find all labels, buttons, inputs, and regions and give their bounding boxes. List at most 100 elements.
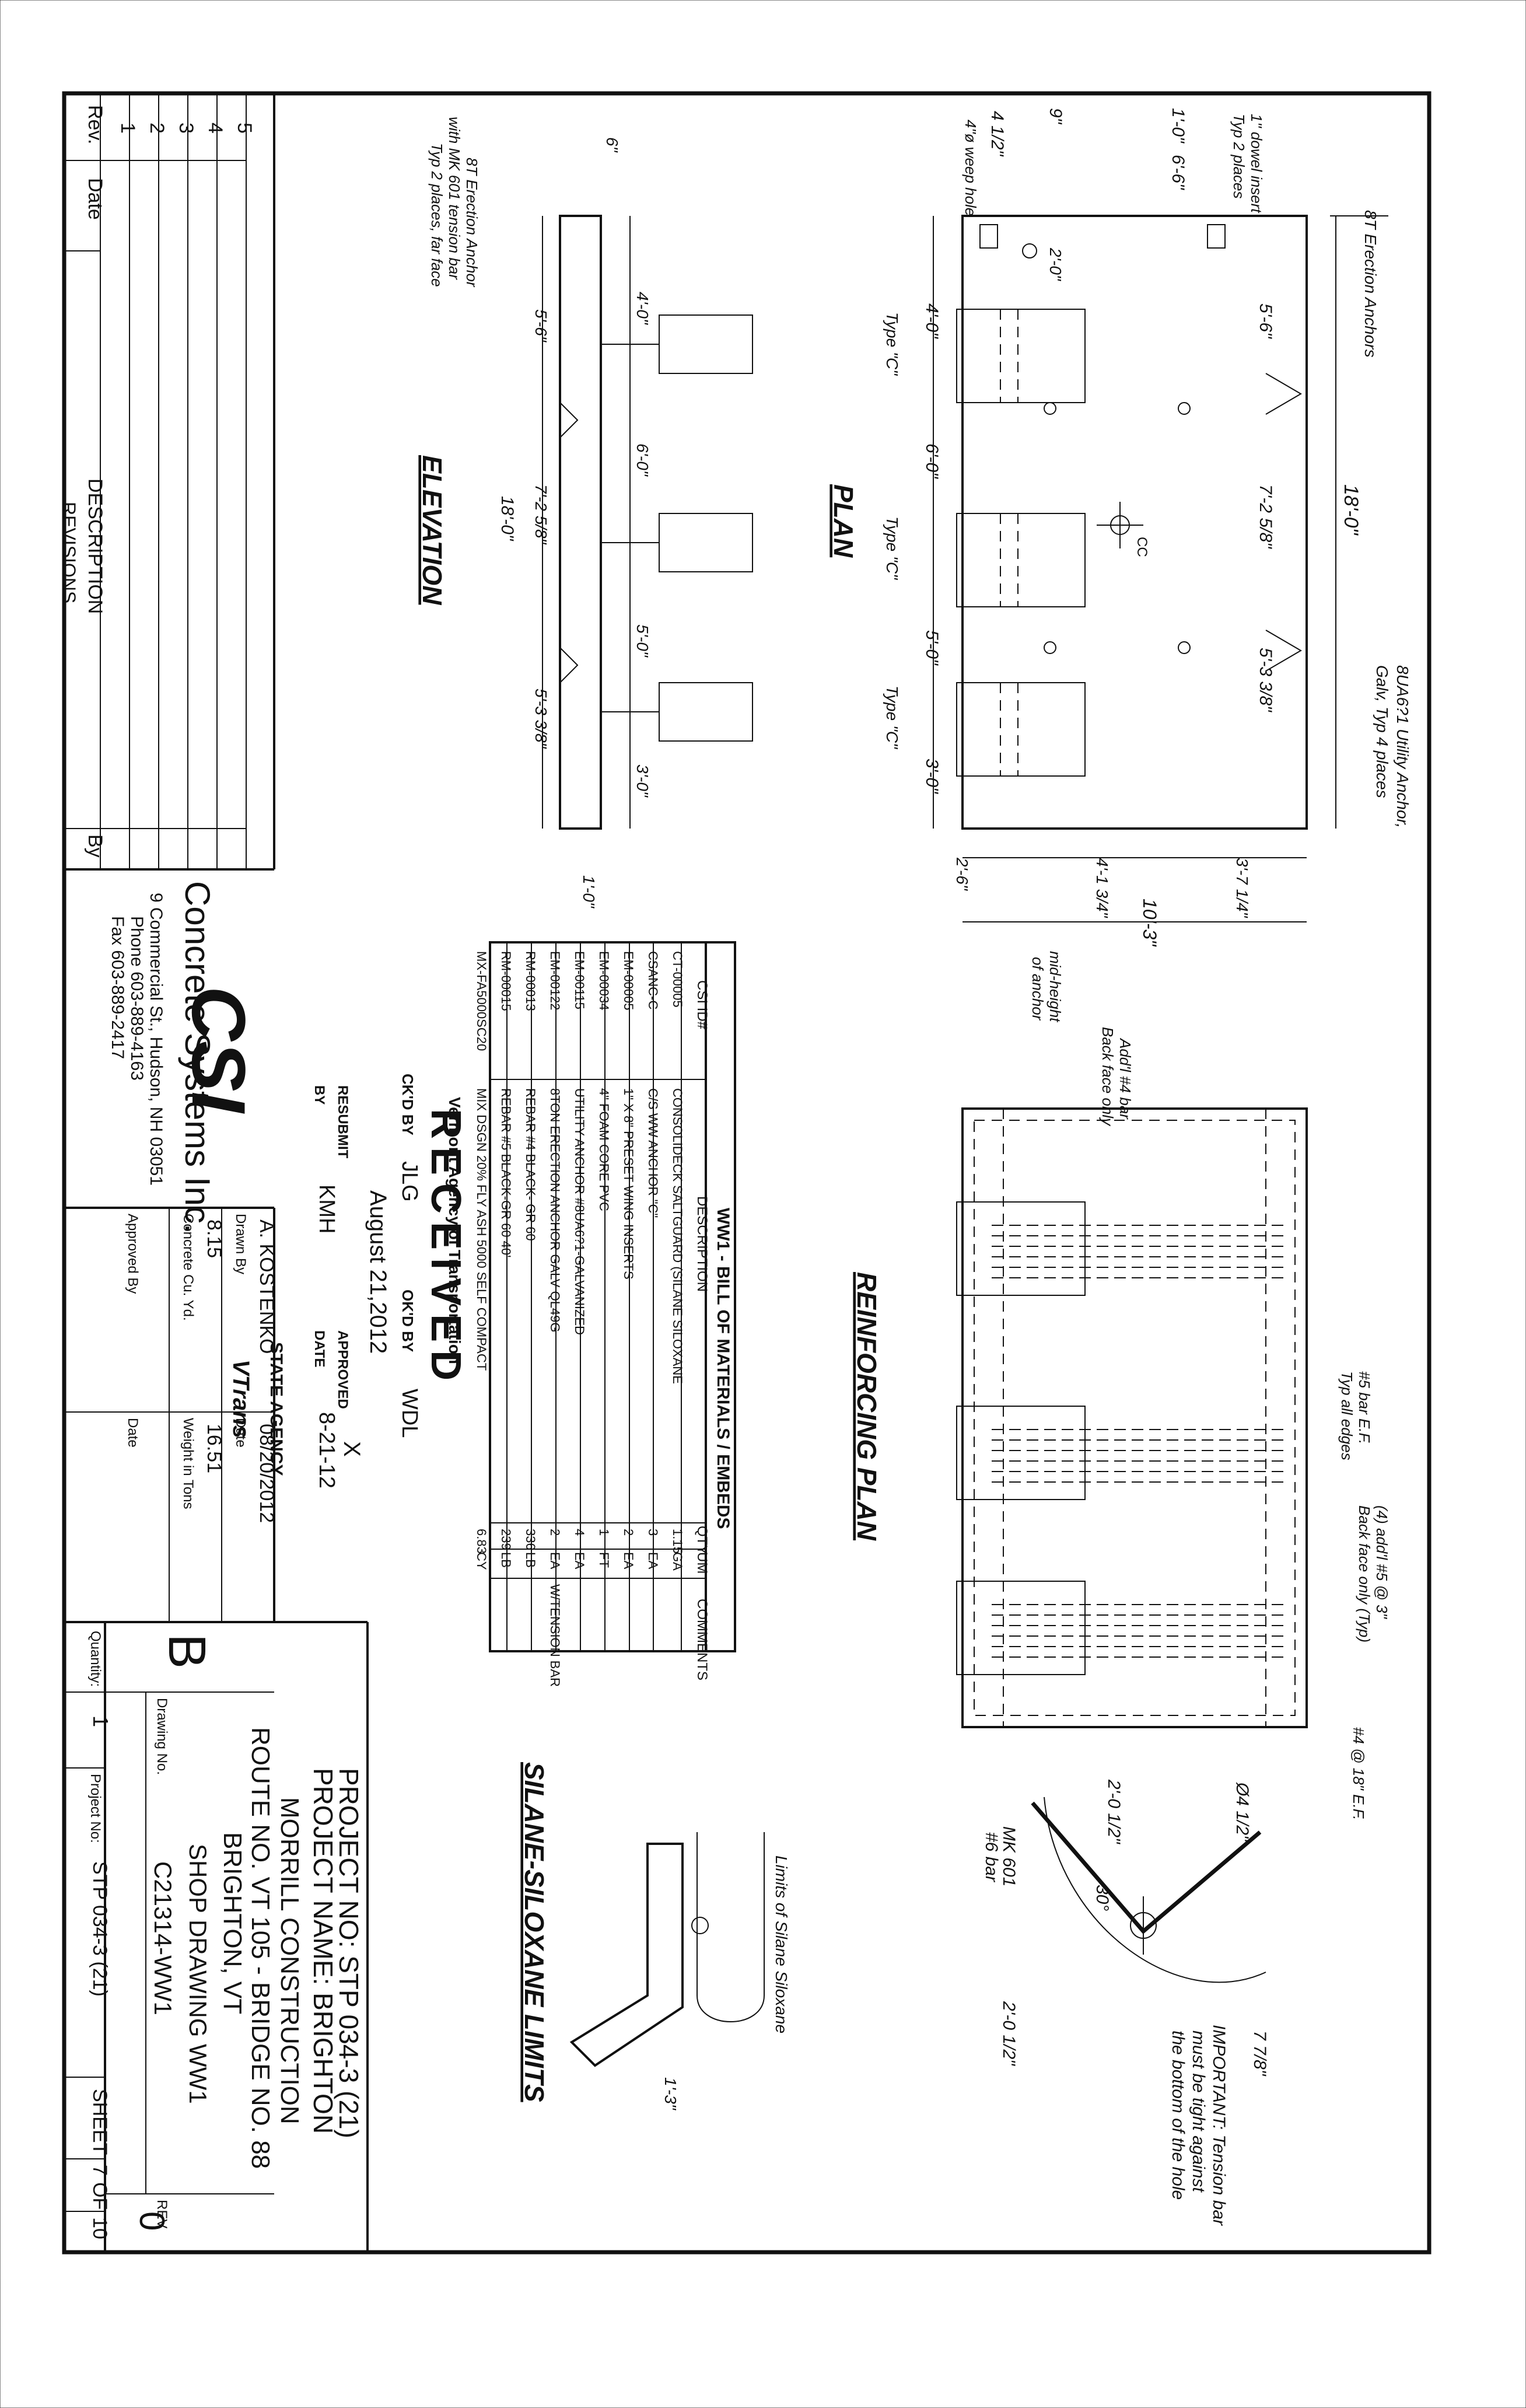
bom-cell: 3 (646, 1529, 660, 1536)
svg-text:Concrete Cu. Yd.: Concrete Cu. Yd. (180, 1214, 196, 1321)
svg-text:Typ 2 places, far face: Typ 2 places, far face (428, 143, 446, 287)
plan-overall-width: 10'-3" (1139, 899, 1160, 947)
svg-text:1'-0": 1'-0" (580, 875, 598, 908)
rev-number-5: 5 (233, 123, 256, 134)
contractor: MORRILL CONSTRUCTION (275, 1797, 304, 2124)
bom-cell: EA (572, 1552, 587, 1570)
svg-text:5'-3 3/8": 5'-3 3/8" (532, 689, 550, 749)
approved-mark: X (339, 1441, 365, 1457)
bom-cell: 8TON ERECTION ANCHOR GALV QL49G (548, 1088, 562, 1333)
svg-text:6": 6" (603, 137, 621, 153)
svg-text:Back face only (Typ): Back face only (Typ) (1356, 1505, 1373, 1642)
svg-text:SHEET: SHEET (89, 2089, 111, 2155)
company-block: CSI Concrete Systems Inc. 9 Commercial S… (64, 881, 274, 1233)
svg-text:Drawn By: Drawn By (233, 1214, 249, 1274)
svg-text:#4 @ 18" E.F.: #4 @ 18" E.F. (1350, 1727, 1367, 1820)
bom-cell: EM-00122 (548, 951, 562, 1011)
route-bridge: ROUTE NO. VT 105 - BRIDGE NO. 88 (246, 1727, 275, 2169)
plan-view: 4'-0" 6'-0" 5'-0" 3'-0" 5'-6" 7'-2 5/8" … (828, 108, 1412, 947)
received-stamp: RECEIVED (422, 1109, 469, 1389)
bill-of-materials: WW1 - BILL OF MATERIALS / EMBEDS CSI ID#… (474, 941, 736, 1687)
elevation-view: 4'-0" 6'-0" 5'-0" 3'-0" 5'-6" 7'-2 5/8" … (417, 117, 753, 908)
bom-cell: GA (670, 1552, 685, 1571)
revision-block: Rev. Date DESCRIPTION By REVISIONS 1 2 3… (58, 93, 275, 871)
svg-text:30°: 30° (1093, 1885, 1112, 1911)
svg-text:3'-0": 3'-0" (634, 764, 652, 798)
svg-text:8T Erection Anchors: 8T Erection Anchors (1362, 210, 1380, 358)
svg-text:of anchor: of anchor (1029, 957, 1046, 1021)
title-block: PROJECT NO: STP 034-3 (21) PROJECT NAME:… (64, 1621, 369, 2252)
svg-text:5'-0": 5'-0" (922, 630, 942, 666)
bom-header-cell: CSI ID# (694, 980, 710, 1030)
sheet-size: B (158, 1634, 216, 1669)
bom-cell: CT-00005 (670, 951, 685, 1008)
svg-text:6'-0": 6'-0" (634, 443, 652, 477)
reinforcing-outline (961, 1107, 1308, 1728)
svg-text:Quantity:: Quantity: (88, 1631, 103, 1687)
svg-text:3'-0": 3'-0" (922, 759, 942, 794)
bom-cell: W/TENSION BAR (548, 1584, 562, 1687)
svg-text:Add'l #4 bar: Add'l #4 bar (1116, 1037, 1134, 1120)
svg-text:APPROVED: APPROVED (335, 1330, 351, 1409)
plan-outline (961, 215, 1308, 830)
concrete-cu-yd: 8.15 (203, 1219, 225, 1258)
rev-number-3: 3 (175, 123, 197, 134)
rev-number-4: 4 (204, 123, 226, 134)
bom-cell: CSANC-C (646, 951, 660, 1009)
reinforcing-plan: REINFORCING PLAN Add'l #4 bar Back face … (852, 951, 1391, 1820)
bom-cell: EM-00115 (572, 951, 587, 1009)
svg-text:7 7/8": 7 7/8" (1250, 2030, 1269, 2077)
svg-text:Type "C": Type "C" (883, 312, 901, 376)
drawing-number: C21314-WW1 (149, 1861, 177, 2015)
svg-text:#5 bar E.F.: #5 bar E.F. (1356, 1371, 1373, 1444)
plan-title: PLAN (828, 484, 859, 558)
bom-cell: FT (597, 1552, 611, 1568)
bom-cell: RM-00015 (499, 951, 513, 1011)
svg-text:Galv, Typ 4 places: Galv, Typ 4 places (1373, 665, 1391, 798)
svg-text:8T Erection Anchor: 8T Erection Anchor (463, 158, 481, 288)
bom-cell: MX-FA5000SC20 (474, 951, 489, 1051)
checked-by: JLG (397, 1161, 422, 1202)
stamp-date-text: August 21,2012 (365, 1190, 391, 1354)
svg-text:Drawing No.: Drawing No. (154, 1698, 170, 1775)
svg-text:Project No:: Project No: (88, 1774, 103, 1843)
plan-overall-length: 18'-0" (1340, 484, 1362, 536)
bom-cell: LB (523, 1552, 538, 1568)
mk601-label: MK 601 (999, 1826, 1019, 1886)
quantity: 1 (89, 1715, 113, 1727)
sheet-number: 7 (89, 2165, 111, 2176)
okd-by: WDL (397, 1389, 422, 1438)
bom-cell: C/S WW ANCHOR "C" (646, 1088, 660, 1218)
svg-text:Typ 2 places: Typ 2 places (1230, 114, 1248, 198)
sheet-border (62, 91, 1432, 2255)
drawn-by: A. KOSTENKO (256, 1219, 278, 1354)
important-note: IMPORTANT: Tension bar (1209, 2025, 1228, 2226)
svg-text:Typ all edges: Typ all edges (1338, 1371, 1356, 1460)
bom-cell: CONSOLIDECK SALTGUARD (SILANE SILOXANE (670, 1088, 685, 1384)
svg-text:must be tight against: must be tight against (1189, 2030, 1208, 2193)
svg-text:Type "C": Type "C" (883, 516, 901, 580)
svg-text:OK'D BY: OK'D BY (399, 1289, 416, 1352)
rev-by-header: By (84, 834, 106, 858)
bom-cell: REBAR #4 BLACK- GR 60 (523, 1088, 538, 1241)
bom-cell: 2 (621, 1529, 636, 1536)
drawing-revision: 0 (132, 2211, 172, 2231)
svg-text:4'-0": 4'-0" (634, 292, 652, 325)
svg-text:Ø4 1/2": Ø4 1/2" (1233, 1782, 1252, 1842)
company-phone: Phone 603-889-4163 (127, 916, 146, 1081)
svg-text:CSI: CSI (176, 986, 261, 1114)
svg-text:Back face only: Back face only (1099, 1027, 1116, 1127)
svg-text:5'-3 3/8": 5'-3 3/8" (1256, 648, 1275, 712)
bom-cell: 1.15 (670, 1529, 685, 1554)
svg-text:CC: CC (1134, 537, 1150, 557)
bom-cell: 1 (597, 1529, 611, 1536)
svg-text:with MK 601 tension bar: with MK 601 tension bar (446, 117, 463, 280)
svg-text:6'-0": 6'-0" (922, 443, 942, 479)
bom-cell: RM-00013 (523, 951, 538, 1011)
bom-cell: 336 (523, 1529, 538, 1550)
svg-text:Date: Date (233, 1418, 249, 1448)
bom-cell: 2 (548, 1529, 562, 1536)
bom-cell: 1" X 8" PRESET WING INSERTS (621, 1088, 636, 1280)
bom-header-cell: COMMENTS (694, 1599, 710, 1680)
svg-text:Weight in Tons: Weight in Tons (180, 1418, 196, 1509)
